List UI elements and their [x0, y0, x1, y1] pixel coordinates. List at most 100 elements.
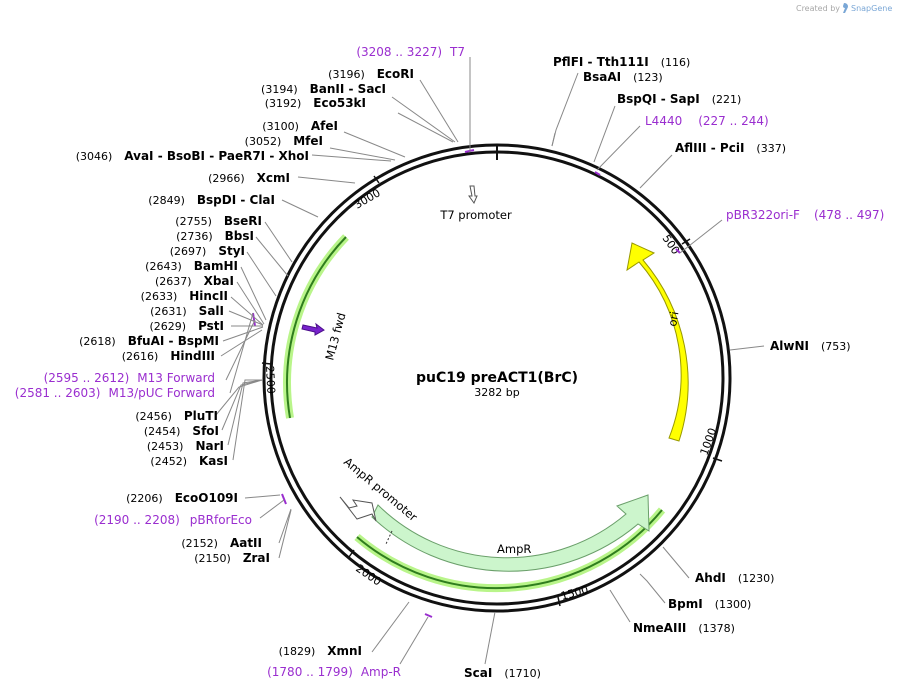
svg-text:(1829)XmnI: (1829)XmnI	[279, 644, 362, 658]
feature-label-ori: ori	[665, 310, 681, 327]
svg-text:(2456)PluTI: (2456)PluTI	[135, 409, 218, 423]
feature-lacz-green	[283, 234, 666, 593]
enzyme-label-hincii[interactable]: (2633)HincII	[141, 289, 228, 303]
enzyme-label-kasi[interactable]: (2452)KasI	[150, 454, 228, 468]
svg-text:AhdI(1230): AhdI(1230)	[695, 571, 774, 585]
enzyme-label-bspdi[interactable]: (2849)BspDI - ClaI	[148, 193, 275, 207]
feature-t7-promoter[interactable]: T7 promoter	[439, 185, 512, 222]
enzyme-label-bseri[interactable]: (2755)BseRI	[175, 214, 262, 228]
svg-text:(2152)AatII: (2152)AatII	[181, 536, 262, 550]
enzyme-label-alwni[interactable]: AlwNI(753)	[770, 339, 851, 353]
enzyme-label-xcmi[interactable]: (2966)XcmI	[208, 171, 290, 185]
svg-text:(2452)KasI: (2452)KasI	[150, 454, 228, 468]
enzyme-label-pluti[interactable]: (2456)PluTI	[135, 409, 218, 423]
svg-text:ScaI(1710): ScaI(1710)	[464, 666, 541, 680]
svg-text:PflFI - Tth111I(116): PflFI - Tth111I(116)	[553, 55, 690, 69]
enzyme-label-aatii[interactable]: (2152)AatII	[181, 536, 262, 550]
svg-text:(2637)XbaI: (2637)XbaI	[155, 274, 234, 288]
enzyme-label-afliii[interactable]: AflIII - PciI(337)	[675, 141, 786, 155]
svg-text:(3100)AfeI: (3100)AfeI	[262, 119, 338, 133]
enzyme-label-styi[interactable]: (2697)StyI	[170, 244, 245, 258]
enzyme-label-scai[interactable]: ScaI(1710)	[464, 666, 541, 680]
enzyme-label-sali[interactable]: (2631)SalI	[150, 304, 224, 318]
svg-text:(3192)Eco53kI: (3192)Eco53kI	[265, 96, 366, 110]
enzyme-label-banii[interactable]: (3194)BanII - SacI	[261, 82, 386, 96]
svg-text:(2618)BfuAI - BspMI: (2618)BfuAI - BspMI	[79, 334, 219, 348]
feature-ori[interactable]: ori	[626, 242, 689, 442]
enzyme-label-nmeaiii[interactable]: NmeAIII(1378)	[633, 621, 735, 635]
enzyme-label-ecoo109i[interactable]: (2206)EcoO109I	[126, 491, 238, 505]
enzyme-label-ahdi[interactable]: AhdI(1230)	[695, 571, 774, 585]
enzyme-label-xmni[interactable]: (1829)XmnI	[279, 644, 362, 658]
primer-label-pbrforeco[interactable]: (2190 .. 2208)pBRforEco	[94, 513, 252, 527]
primer-label-m13-puc-forward[interactable]: (2581 .. 2603)M13/pUC Forward	[15, 386, 215, 400]
enzyme-label-bspqi[interactable]: BspQI - SapI(221)	[617, 92, 741, 106]
enzyme-label-bbsi[interactable]: (2736)BbsI	[176, 229, 254, 243]
feature-ampr[interactable]: AmpR	[371, 494, 650, 572]
tick-label-2500: 2500	[263, 365, 277, 394]
credit-brand: SnapGene	[851, 4, 892, 13]
feature-label-t7-promoter: T7 promoter	[439, 208, 512, 222]
enzyme-label-bpmi[interactable]: BpmI(1300)	[668, 597, 751, 611]
feature-m13-fwd[interactable]: M13 fwd	[301, 311, 349, 362]
enzyme-label-zrai[interactable]: (2150)ZraI	[194, 551, 270, 565]
svg-text:(2736)BbsI: (2736)BbsI	[176, 229, 254, 243]
svg-text:(2643)BamHI: (2643)BamHI	[145, 259, 238, 273]
primer-label-m13-forward[interactable]: (2595 .. 2612)M13 Forward	[44, 371, 215, 385]
enzyme-label-bamhi[interactable]: (2643)BamHI	[145, 259, 238, 273]
tick-label-1000: 1000	[698, 426, 720, 457]
credit-prefix: Created by	[796, 4, 840, 13]
feature-label-ampr: AmpR	[497, 542, 531, 556]
svg-text:(3196)EcoRI: (3196)EcoRI	[328, 67, 414, 81]
svg-text:(2581 .. 2603)M13/pUC Forward: (2581 .. 2603)M13/pUC Forward	[15, 386, 215, 400]
enzyme-label-avai[interactable]: (3046)AvaI - BsoBI - PaeR7I - XhoI	[76, 149, 309, 163]
svg-text:(2697)StyI: (2697)StyI	[170, 244, 245, 258]
tick-label-1500: 1500	[559, 583, 589, 603]
enzyme-label-bsaai[interactable]: BsaAI(123)	[583, 70, 663, 84]
svg-text:pBR322ori-F(478 .. 497): pBR322ori-F(478 .. 497)	[726, 208, 884, 222]
svg-text:BpmI(1300): BpmI(1300)	[668, 597, 751, 611]
svg-text:(1780 .. 1799)Amp-R: (1780 .. 1799)Amp-R	[267, 665, 401, 679]
svg-text:BspQI - SapI(221): BspQI - SapI(221)	[617, 92, 741, 106]
enzyme-label-xbai[interactable]: (2637)XbaI	[155, 274, 234, 288]
svg-text:(3208 .. 3227)T7: (3208 .. 3227)T7	[356, 45, 465, 59]
enzyme-label-ecori[interactable]: (3196)EcoRI	[328, 67, 414, 81]
svg-text:(2616)HindIII: (2616)HindIII	[122, 349, 215, 363]
tick-mark-500	[681, 238, 691, 245]
svg-text:NmeAIII(1378): NmeAIII(1378)	[633, 621, 735, 635]
svg-text:(2206)EcoO109I: (2206)EcoO109I	[126, 491, 238, 505]
svg-text:(2631)SalI: (2631)SalI	[150, 304, 224, 318]
enzyme-label-mfei[interactable]: (3052)MfeI	[245, 134, 323, 148]
enzyme-label-eco53ki[interactable]: (3192)Eco53kI	[265, 96, 366, 110]
svg-text:L4440(227 .. 244): L4440(227 .. 244)	[645, 114, 769, 128]
leader-lines	[215, 57, 765, 665]
primer-label-l4440[interactable]: L4440(227 .. 244)	[645, 114, 769, 128]
enzyme-label-afei[interactable]: (3100)AfeI	[262, 119, 338, 133]
svg-text:(2629)PstI: (2629)PstI	[149, 319, 224, 333]
primer-label-amp-r[interactable]: (1780 .. 1799)Amp-R	[267, 665, 401, 679]
svg-text:(2966)XcmI: (2966)XcmI	[208, 171, 290, 185]
svg-text:(2755)BseRI: (2755)BseRI	[175, 214, 262, 228]
tick-mark-2000	[348, 549, 355, 558]
tick-mark-2500	[261, 362, 272, 365]
svg-text:BsaAI(123): BsaAI(123)	[583, 70, 663, 84]
svg-text:(3046)AvaI - BsoBI - PaeR7I -: (3046)AvaI - BsoBI - PaeR7I - XhoI	[76, 149, 309, 163]
svg-text:(2150)ZraI: (2150)ZraI	[194, 551, 270, 565]
svg-text:(2595 .. 2612)M13 Forward: (2595 .. 2612)M13 Forward	[44, 371, 215, 385]
enzyme-label-psti[interactable]: (2629)PstI	[149, 319, 224, 333]
enzyme-label-pflfi[interactable]: PflFI - Tth111I(116)	[553, 55, 690, 69]
enzyme-label-hindiii[interactable]: (2616)HindIII	[122, 349, 215, 363]
primer-label-t7[interactable]: (3208 .. 3227)T7	[356, 45, 465, 59]
enzyme-label-bfuai[interactable]: (2618)BfuAI - BspMI	[79, 334, 219, 348]
tick-mark-1500	[557, 596, 561, 607]
svg-text:(3052)MfeI: (3052)MfeI	[245, 134, 323, 148]
feature-label-m13-fwd: M13 fwd	[322, 311, 348, 362]
plasmid-name: puC19 preACT1(BrC)	[416, 370, 578, 386]
tick-label-3000: 3000	[352, 186, 383, 211]
enzyme-label-nari[interactable]: (2453)NarI	[147, 439, 224, 453]
enzyme-label-sfoi[interactable]: (2454)SfoI	[144, 424, 219, 438]
tick-label-2000: 2000	[353, 562, 383, 589]
primer-label-pbr322ori[interactable]: pBR322ori-F(478 .. 497)	[726, 208, 884, 222]
svg-text:(2633)HincII: (2633)HincII	[141, 289, 228, 303]
